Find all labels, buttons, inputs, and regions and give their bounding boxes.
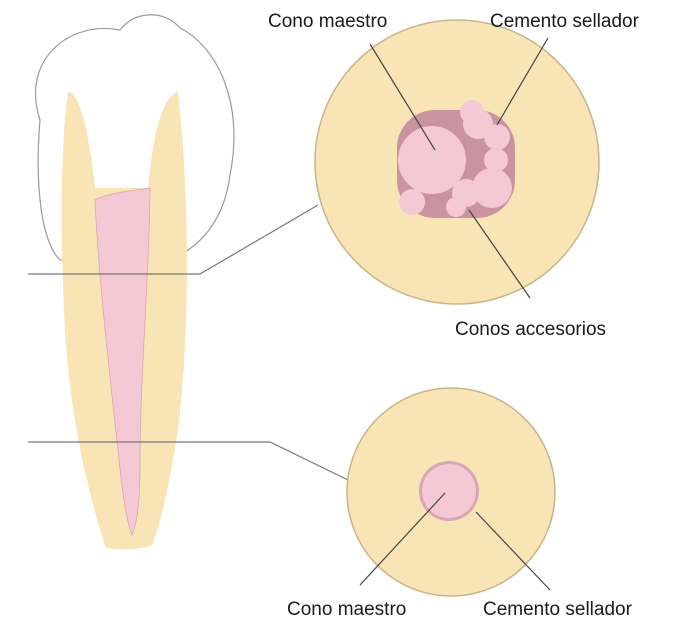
label-bottom-master-cone: Cono maestro — [287, 600, 406, 619]
lower-section-line — [28, 442, 348, 480]
accessory-cone — [484, 124, 510, 150]
label-top-sealer-cement: Cemento sellador — [490, 12, 639, 31]
label-bottom-sealer-cement: Cemento sellador — [483, 600, 632, 619]
accessory-cone — [460, 100, 484, 124]
accessory-cone — [399, 189, 425, 215]
accessory-cone — [446, 197, 466, 217]
label-accessory-cones: Conos accesorios — [455, 320, 606, 339]
label-top-master-cone: Cono maestro — [268, 12, 387, 31]
accessory-cone — [484, 148, 508, 172]
